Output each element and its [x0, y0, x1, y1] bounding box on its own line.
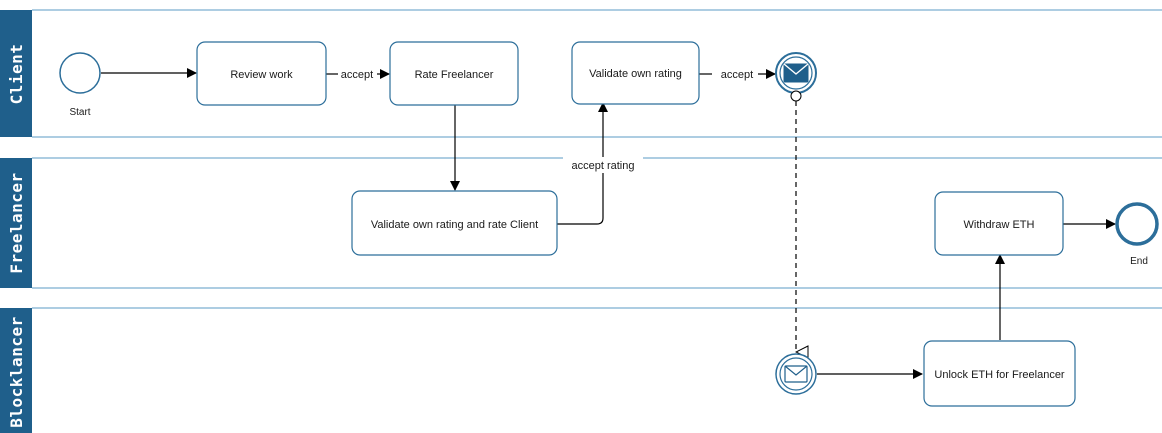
task-review-work[interactable]: Review work — [196, 41, 327, 106]
task-rate-freelancer-label: Rate Freelancer — [415, 69, 494, 81]
flow-label-background — [563, 157, 643, 173]
task-withdraw-eth[interactable]: Withdraw ETH — [934, 191, 1064, 256]
flow-label-accept-rating: accept rating — [572, 160, 635, 172]
message-catch-event[interactable] — [775, 353, 817, 395]
task-unlock-eth-label: Unlock ETH for Freelancer — [934, 369, 1065, 381]
task-review-work-label: Review work — [230, 69, 293, 81]
end-event-circle[interactable] — [1115, 202, 1159, 246]
message-flow-origin — [790, 90, 802, 102]
end-event[interactable]: End — [1115, 202, 1159, 267]
envelope-icon — [783, 63, 809, 83]
start-event[interactable]: Start — [59, 52, 101, 118]
start-event-circle[interactable] — [59, 52, 101, 94]
lane-blocklancer-header — [0, 308, 32, 433]
flow-validate-client-to-validate-own — [557, 102, 608, 225]
lane-blocklancer-label: Blocklancer — [7, 316, 26, 427]
lane-blocklancer: Blocklancer — [0, 307, 1162, 433]
flow-label-accept: accept — [341, 69, 373, 81]
task-validate-and-rate-client[interactable]: Validate own rating and rate Client — [351, 190, 558, 256]
task-validate-own-rating[interactable]: Validate own rating — [571, 41, 700, 105]
flow-label-accept: accept — [721, 69, 753, 81]
lane-client-label: Client — [7, 44, 26, 105]
lane-client: Client — [0, 9, 1162, 138]
task-withdraw-eth-label: Withdraw ETH — [964, 219, 1035, 231]
lane-freelancer-label: Freelancer — [7, 172, 26, 273]
task-rate-freelancer[interactable]: Rate Freelancer — [389, 41, 519, 106]
task-validate-and-rate-client-label: Validate own rating and rate Client — [371, 219, 538, 231]
message-end-event[interactable] — [775, 52, 817, 102]
start-event-label: Start — [69, 107, 90, 118]
lane-freelancer-header — [0, 158, 32, 288]
end-event-label: End — [1130, 256, 1148, 267]
lane-client-header — [0, 10, 32, 137]
flows — [101, 68, 1116, 379]
task-unlock-eth[interactable]: Unlock ETH for Freelancer — [923, 340, 1076, 407]
task-validate-own-rating-label: Validate own rating — [589, 68, 682, 80]
envelope-icon — [784, 365, 808, 383]
